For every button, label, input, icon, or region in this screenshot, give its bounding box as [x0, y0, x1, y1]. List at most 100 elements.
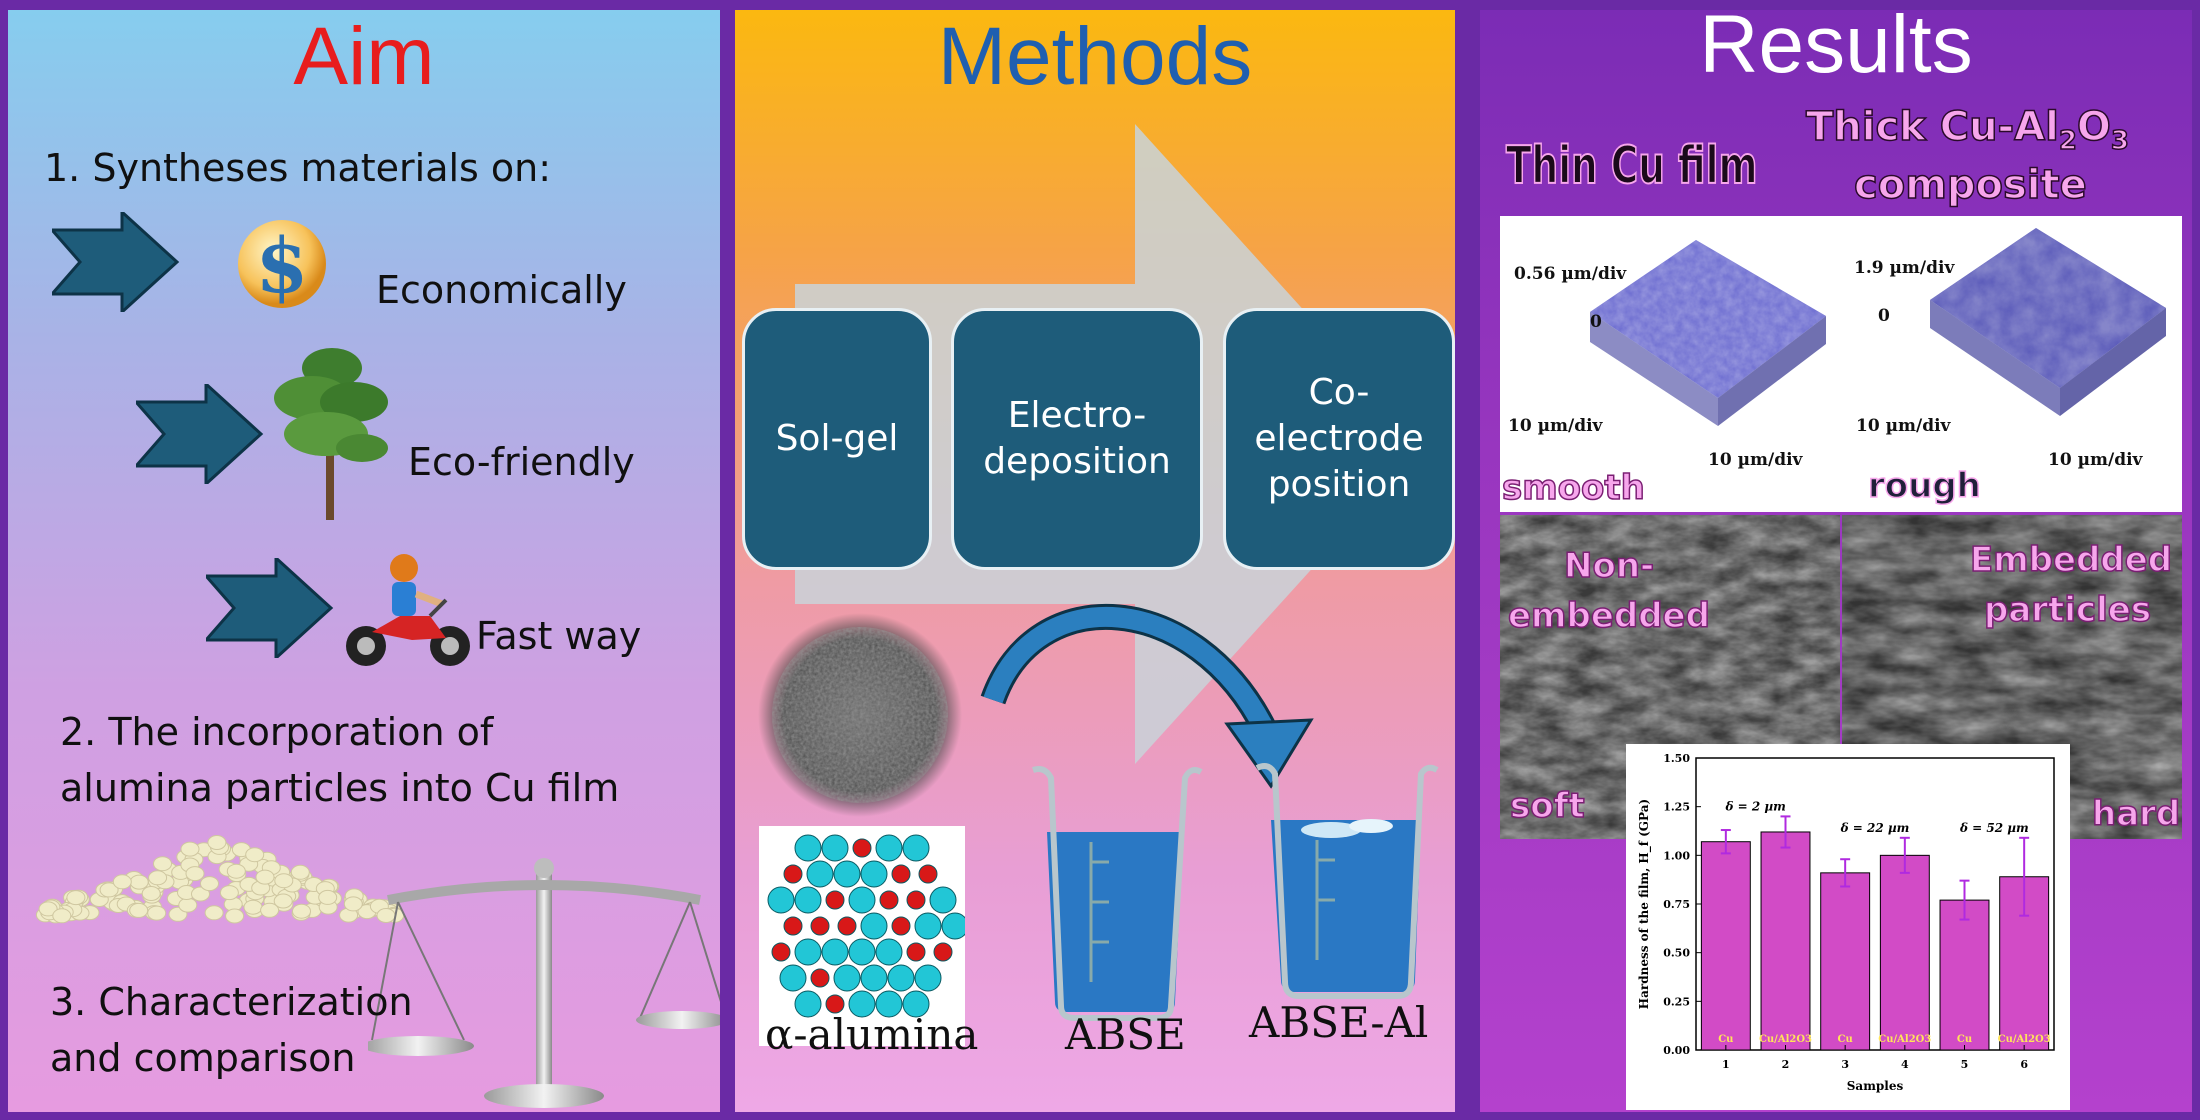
bar-inner-label: Cu	[1718, 1034, 1733, 1045]
afm-left-z-label: 0.56 µm/div	[1514, 264, 1627, 284]
alumina-particle	[180, 841, 200, 857]
oxygen-atom	[902, 834, 930, 862]
afm-right-y-label: 10 µm/div	[1856, 416, 1951, 436]
alumina-particle	[38, 901, 58, 917]
oxygen-atom	[875, 834, 903, 862]
sem-left-label-2: embedded	[1507, 595, 1710, 637]
alumina-particle	[255, 869, 275, 885]
chevron-arrow-icon	[136, 384, 264, 484]
thick-composite-label-2: composite	[1853, 161, 2087, 209]
aluminum-atom	[837, 916, 857, 936]
thick-label-o: O	[2076, 103, 2112, 151]
oxygen-atom	[821, 938, 849, 966]
aluminum-atom	[852, 838, 872, 858]
oxygen-atom	[794, 834, 822, 862]
beaker-abse-label: ABSE	[1065, 1010, 1186, 1059]
aluminum-atom	[771, 942, 791, 962]
y-tick-label: 0.75	[1663, 898, 1690, 911]
x-axis-label: Samples	[1847, 1079, 1904, 1093]
alumina-particle	[99, 882, 119, 898]
alumina-particle	[200, 876, 219, 892]
alumina-particle	[141, 886, 161, 901]
alumina-particle	[207, 835, 227, 850]
x-tick-label: 3	[1841, 1058, 1849, 1071]
aluminum-atom	[783, 916, 803, 936]
alumina-particle	[274, 873, 294, 889]
aim-panel: Aim 1. Syntheses materials on: $ Economi…	[8, 10, 720, 1112]
afm-right-zero: 0	[1878, 306, 1890, 326]
alumina-particle	[243, 899, 263, 915]
aluminum-atom	[825, 994, 845, 1014]
alumina-particle	[226, 863, 246, 879]
oxygen-atom	[767, 886, 795, 914]
beaker-with-particles-icon	[1255, 763, 1439, 999]
step-electrodeposition-label-2: deposition	[983, 441, 1171, 482]
alumina-powder-image	[758, 613, 962, 817]
dollar-coin-icon: $	[238, 220, 326, 310]
thick-composite-label-1: Thick Cu-Al2O3	[1805, 103, 2130, 157]
alumina-particle	[225, 908, 245, 924]
hardness-bar	[1820, 872, 1871, 1051]
bar-inner-label: Cu	[1957, 1034, 1972, 1045]
aluminum-atom	[825, 890, 845, 910]
x-tick-label: 4	[1901, 1058, 1909, 1071]
aim-title: Aim	[293, 11, 435, 102]
alumina-particle	[112, 874, 132, 890]
aluminum-atom	[891, 864, 911, 884]
aim-item-2-line1: 2. The incorporation of	[60, 710, 494, 754]
afm-left-y-label: 10 µm/div	[1508, 416, 1603, 436]
bar-inner-label: Cu	[1838, 1034, 1853, 1045]
motorcycle-icon	[346, 554, 470, 666]
alumina-crystal-model	[767, 834, 965, 1018]
hardness-bar-chart: 0.000.250.500.751.001.251.50Cu1Cu/Al2O32…	[1626, 744, 2070, 1110]
aim-item-3-line2: and comparison	[50, 1036, 356, 1080]
x-tick-label: 5	[1961, 1058, 1969, 1071]
methods-panel: Methods Sol-gel Electro- deposition Co- …	[735, 10, 1455, 1112]
alumina-particle	[191, 886, 210, 902]
alumina-particle	[147, 905, 167, 921]
step-co-label-3: position	[1267, 464, 1411, 505]
aluminum-atom	[783, 864, 803, 884]
methods-title: Methods	[937, 11, 1253, 102]
alumina-particle	[343, 896, 363, 912]
group-annotation: δ = 2 µm	[1724, 799, 1785, 813]
oxygen-atom	[914, 912, 942, 940]
thick-label-text: Thick Cu-Al	[1805, 103, 2059, 151]
alumina-particle	[153, 856, 172, 872]
oxygen-atom	[833, 860, 861, 888]
beaker-abse-al-label: ABSE-Al	[1249, 998, 1429, 1047]
alumina-particle	[219, 885, 239, 901]
oxygen-atom	[887, 964, 915, 992]
alumina-particle	[245, 847, 265, 863]
oxygen-atom	[848, 990, 876, 1018]
oxygen-atom	[902, 990, 930, 1018]
sem-left-label-1: Non-	[1563, 545, 1655, 587]
beaker-icon	[1032, 766, 1203, 1021]
sem-right-label-1: Embedded	[1969, 539, 2173, 581]
afm-left-x-label: 10 µm/div	[1708, 450, 1803, 470]
oxygen-atom	[833, 964, 861, 992]
alumina-particle	[52, 908, 72, 924]
oxygen-atom	[941, 912, 965, 940]
hardness-bar	[1879, 854, 1930, 1051]
alumina-particle	[148, 870, 168, 886]
alumina-particle	[292, 903, 311, 919]
balance-scale-icon	[368, 858, 720, 1108]
oxygen-atom	[860, 964, 888, 992]
rough-tag: rough	[1867, 465, 1981, 507]
aluminum-atom	[879, 890, 899, 910]
thin-film-label: Thin Cu film	[1505, 135, 1758, 197]
oxygen-atom	[794, 990, 822, 1018]
aim-item-1: 1. Syntheses materials on:	[44, 146, 552, 190]
oxygen-atom	[848, 886, 876, 914]
y-tick-label: 0.00	[1663, 1044, 1690, 1057]
aluminum-atom	[810, 916, 830, 936]
x-tick-label: 1	[1722, 1058, 1730, 1071]
chevron-arrow-icon	[52, 212, 180, 312]
aluminum-atom	[810, 968, 830, 988]
y-tick-label: 1.50	[1663, 752, 1690, 765]
oxygen-atom	[875, 990, 903, 1018]
aim-item-2-line2: alumina particles into Cu film	[60, 766, 620, 810]
oxygen-atom	[794, 938, 822, 966]
afm-right-z-label: 1.9 µm/div	[1854, 258, 1955, 278]
